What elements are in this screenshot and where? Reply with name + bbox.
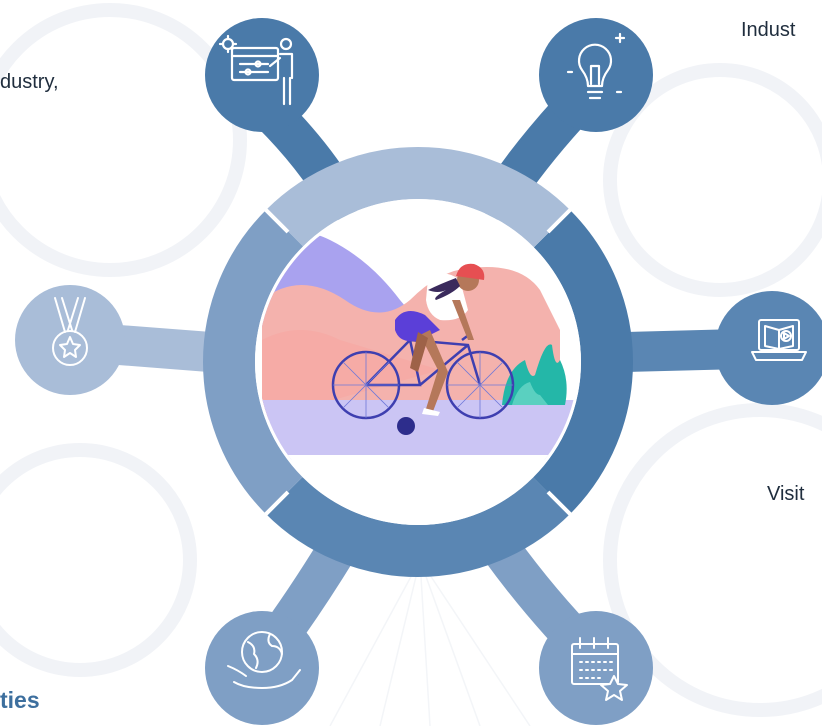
medal-award-icon bbox=[52, 297, 88, 366]
section-heading-fragment: ties bbox=[0, 687, 40, 713]
node-top-right[interactable] bbox=[539, 18, 653, 132]
globe-in-hand-icon bbox=[227, 631, 301, 689]
node-left[interactable] bbox=[15, 285, 125, 395]
text-fragment-right-top: Indust bbox=[741, 19, 796, 41]
node-right[interactable] bbox=[715, 291, 822, 405]
calendar-star-icon bbox=[571, 637, 628, 701]
ring-segment-top bbox=[203, 147, 633, 577]
ring-segment-bottom bbox=[203, 147, 633, 577]
laptop-video-book-icon bbox=[751, 319, 807, 361]
node-bottom-left[interactable] bbox=[205, 611, 319, 725]
node-top-left[interactable] bbox=[205, 18, 319, 132]
ring-segment-left bbox=[203, 147, 633, 577]
ring-segment-right bbox=[203, 147, 633, 577]
dashboard-presentation-icon bbox=[218, 34, 294, 106]
lightbulb-idea-icon bbox=[566, 32, 626, 100]
text-fragment-left-top: dustry, bbox=[0, 71, 59, 93]
ring-separators bbox=[246, 190, 590, 534]
woman-cycling-illustration bbox=[258, 202, 578, 522]
text-fragment-right-mid: Visit bbox=[767, 483, 805, 505]
node-bottom-right[interactable] bbox=[539, 611, 653, 725]
